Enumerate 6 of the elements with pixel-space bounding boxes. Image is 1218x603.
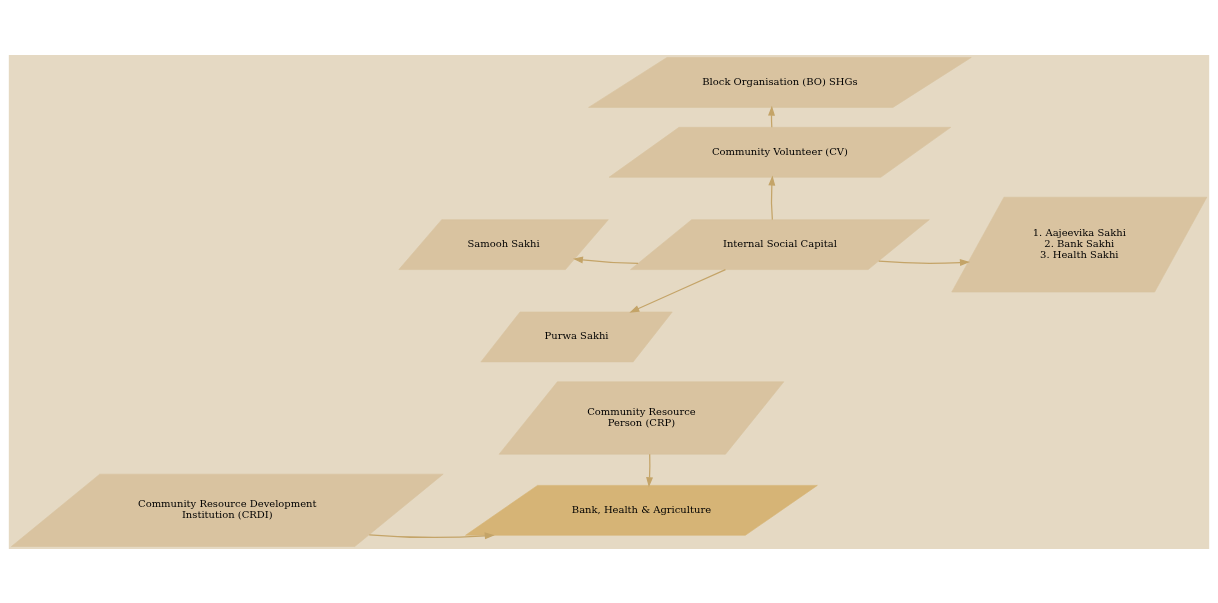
arrow [572,255,639,264]
arrow [629,268,727,313]
arrow [368,531,495,539]
arrow [878,258,970,266]
arrow [646,453,654,487]
arrow [768,175,776,220]
